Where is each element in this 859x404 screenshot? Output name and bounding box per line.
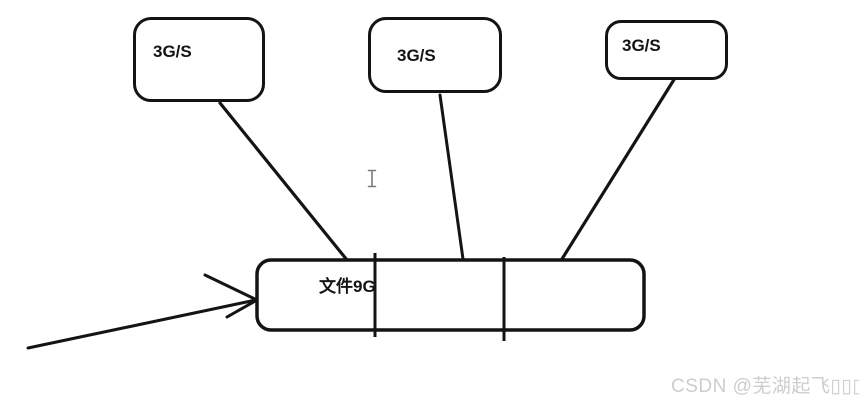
connector-line-3[interactable]	[560, 76, 677, 261]
file-container-box[interactable]	[255, 258, 646, 332]
connector-line-2[interactable]	[438, 93, 465, 261]
text-cursor-icon	[367, 169, 377, 188]
node-3-label: 3G/S	[622, 36, 661, 55]
connector-line-1[interactable]	[218, 101, 349, 262]
file-container-label: 文件9G	[319, 277, 376, 296]
watermark: CSDN @芜湖起飞▯▯▯	[671, 376, 859, 397]
node-box-1[interactable]: 3G/S	[133, 17, 265, 102]
node-box-3[interactable]: 3G/S	[605, 20, 728, 80]
node-box-2[interactable]: 3G/S	[368, 17, 502, 93]
node-2-label: 3G/S	[397, 46, 436, 65]
arrow[interactable]	[26, 273, 261, 350]
node-1-label: 3G/S	[153, 42, 192, 61]
